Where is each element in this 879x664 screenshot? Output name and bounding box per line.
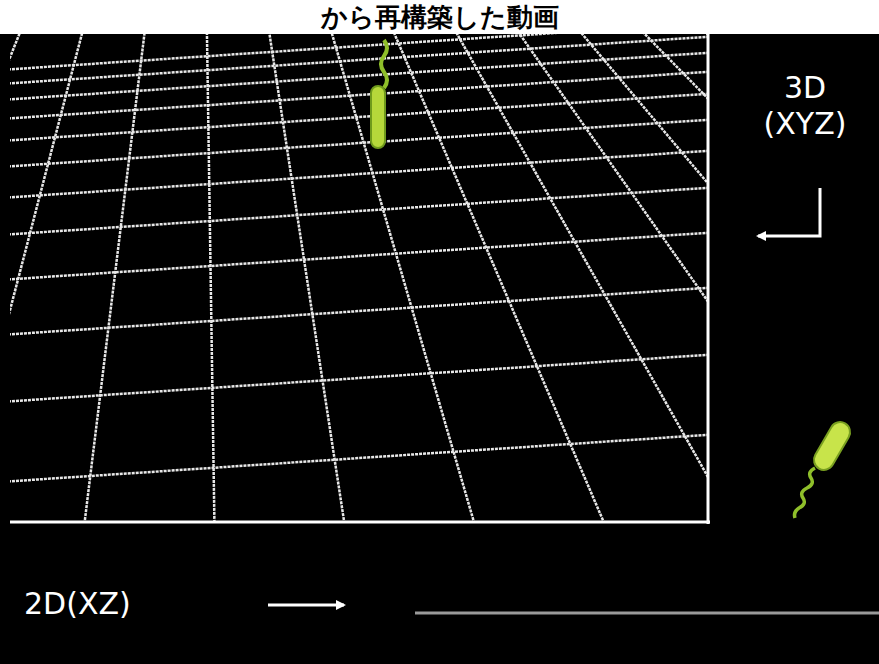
grid-line bbox=[10, 34, 200, 522]
grid-line bbox=[10, 34, 200, 522]
grid-line bbox=[10, 34, 200, 522]
grid-line bbox=[10, 34, 200, 522]
title: から再構築した動画 bbox=[0, 0, 879, 34]
grid-line bbox=[200, 34, 485, 522]
grid-line bbox=[10, 34, 200, 522]
grid-line bbox=[200, 34, 708, 522]
grid-line bbox=[200, 34, 620, 522]
grid-line bbox=[80, 34, 200, 522]
view-label: 3D (XYZ) bbox=[740, 70, 870, 142]
grid-edge bbox=[10, 521, 710, 524]
grid-line bbox=[200, 34, 708, 522]
grid-line bbox=[10, 71, 708, 119]
view-label: 2D(XZ) bbox=[24, 586, 131, 622]
grid-line bbox=[10, 34, 200, 522]
bacterium-2d bbox=[795, 418, 854, 518]
grid-line bbox=[10, 34, 200, 522]
grid-line bbox=[200, 34, 708, 522]
grid-line bbox=[200, 34, 708, 522]
grid-line bbox=[10, 93, 708, 141]
trace-line bbox=[415, 612, 879, 615]
bacterium-3d bbox=[371, 40, 387, 148]
grid-line bbox=[200, 34, 708, 522]
grid-edge bbox=[707, 34, 710, 524]
view-arrow bbox=[268, 604, 344, 607]
grid-line bbox=[10, 150, 708, 198]
grid-line bbox=[10, 187, 708, 235]
grid-line bbox=[10, 34, 200, 522]
grid-line bbox=[10, 34, 200, 522]
grid-line bbox=[10, 34, 708, 70]
grid-line bbox=[10, 434, 708, 482]
grid-line bbox=[10, 34, 200, 522]
grid-line bbox=[200, 34, 708, 522]
grid-line bbox=[10, 354, 708, 402]
view-arrow bbox=[758, 188, 820, 236]
grid-line bbox=[200, 34, 215, 522]
grid-line bbox=[200, 34, 708, 522]
grid-line bbox=[200, 34, 350, 522]
grid-line bbox=[200, 34, 708, 522]
grid-line bbox=[200, 34, 708, 522]
grid-line bbox=[200, 34, 708, 522]
